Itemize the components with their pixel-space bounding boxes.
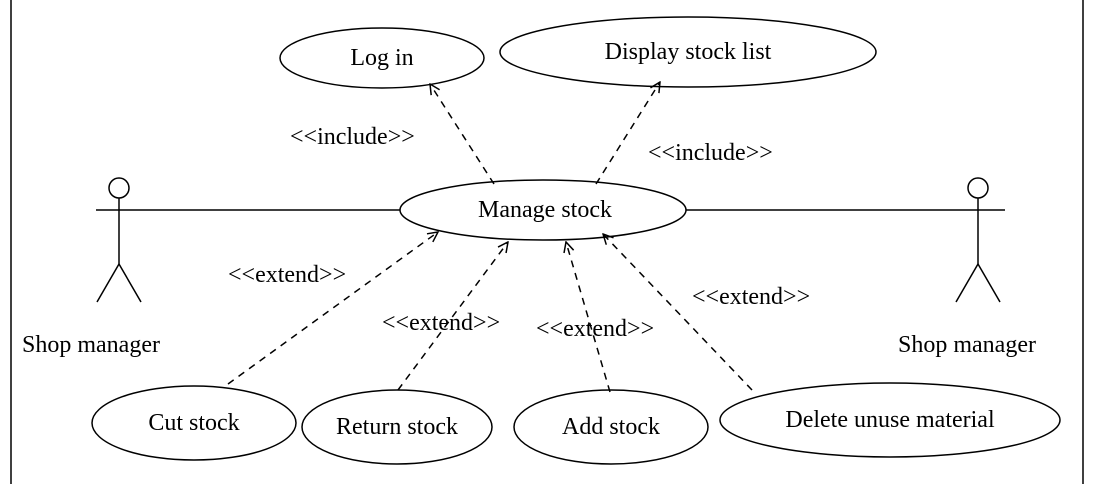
use-case-add-stock: Add stock <box>513 389 709 465</box>
use-case-label: Return stock <box>336 414 458 440</box>
actor-label-right: Shop manager <box>898 332 1036 358</box>
include-arrow-log-in <box>430 84 495 185</box>
extend-label-delete: <<extend>> <box>692 284 810 310</box>
use-case-label: Manage stock <box>478 197 612 223</box>
extend-arrow-return <box>397 242 508 391</box>
use-case-shape <box>513 389 709 465</box>
use-case-shape <box>719 382 1061 458</box>
extend-label-cut: <<extend>> <box>228 262 346 288</box>
include-arrow-display <box>595 82 660 185</box>
use-case-label: Display stock list <box>605 39 772 65</box>
extend-label-return: <<extend>> <box>382 310 500 336</box>
actor-right-leg <box>118 263 142 303</box>
actor-shop-manager-right <box>951 177 1005 303</box>
use-case-manage-stock: Manage stock <box>399 179 687 241</box>
extend-arrow-delete <box>603 234 753 391</box>
actor-head <box>108 177 130 199</box>
diagram-frame <box>10 0 1084 484</box>
use-case-shape <box>399 179 687 241</box>
include-label-log-in: <<include>> <box>290 124 415 150</box>
use-case-return-stock: Return stock <box>301 389 493 465</box>
use-case-display-stock-list: Display stock list <box>499 16 877 88</box>
use-case-log-in: Log in <box>279 27 485 89</box>
extend-arrow-add <box>566 242 611 393</box>
use-case-shape <box>301 389 493 465</box>
extend-label-add: <<extend>> <box>536 316 654 342</box>
use-case-label: Add stock <box>562 414 660 440</box>
use-case-label: Log in <box>350 45 413 71</box>
actor-right-leg <box>977 263 1001 303</box>
use-case-label: Delete unuse material <box>785 407 995 433</box>
use-case-label: Cut stock <box>148 410 239 436</box>
use-case-shape <box>499 16 877 88</box>
actor-label-left: Shop manager <box>22 332 160 358</box>
extend-arrow-cut <box>227 232 438 385</box>
include-label-display: <<include>> <box>648 140 773 166</box>
actor-head <box>967 177 989 199</box>
use-case-delete-unuse-material: Delete unuse material <box>719 382 1061 458</box>
actor-left-leg <box>96 263 120 303</box>
use-case-cut-stock: Cut stock <box>91 385 297 461</box>
use-case-shape <box>91 385 297 461</box>
actor-shop-manager-left <box>96 177 142 303</box>
actor-left-leg <box>955 263 979 303</box>
use-case-shape <box>279 27 485 89</box>
